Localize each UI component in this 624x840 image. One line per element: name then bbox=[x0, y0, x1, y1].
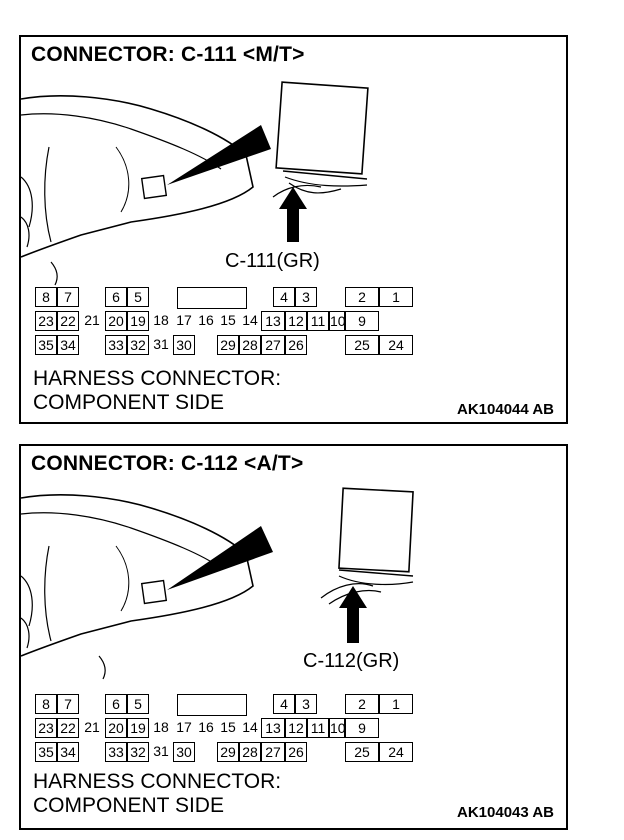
panel-title: CONNECTOR: C-111 <M/T> bbox=[31, 43, 305, 66]
connector-pin: 22 bbox=[57, 311, 79, 331]
connector-pin: 30 bbox=[173, 335, 195, 355]
connector-pin: 7 bbox=[57, 287, 79, 307]
connector-pin: 17 bbox=[176, 719, 192, 735]
connector-pin: 11 bbox=[307, 718, 329, 738]
connector-pin: 24 bbox=[379, 742, 413, 762]
connector-pin: 7 bbox=[57, 694, 79, 714]
connector-pin: 13 bbox=[261, 311, 285, 331]
blank-cavity bbox=[177, 287, 247, 309]
connector-pin: 4 bbox=[273, 694, 295, 714]
connector-module bbox=[338, 487, 414, 573]
connector-pin: 21 bbox=[84, 719, 100, 735]
connector-pin: 14 bbox=[242, 312, 258, 328]
connector-pin: 33 bbox=[105, 335, 127, 355]
connector-pin: 15 bbox=[220, 719, 236, 735]
connector-pin: 22 bbox=[57, 718, 79, 738]
callout-wedge bbox=[167, 526, 273, 590]
connector-location-box bbox=[140, 579, 168, 605]
connector-pin: 8 bbox=[35, 694, 57, 714]
connector-pin: 28 bbox=[239, 335, 261, 355]
connector-pin: 4 bbox=[273, 287, 295, 307]
connector-pin: 29 bbox=[217, 335, 239, 355]
connector-module bbox=[275, 81, 369, 175]
connector-pin: 12 bbox=[285, 311, 307, 331]
connector-pin: 34 bbox=[57, 335, 79, 355]
connector-pin: 23 bbox=[35, 311, 57, 331]
connector-pin: 19 bbox=[127, 311, 149, 331]
connector-pin: 25 bbox=[345, 335, 379, 355]
connector-location-box bbox=[140, 174, 168, 200]
connector-pin: 28 bbox=[239, 742, 261, 762]
connector-pin: 17 bbox=[176, 312, 192, 328]
footer-line-2: COMPONENT SIDE bbox=[33, 391, 224, 414]
connector-pin: 11 bbox=[307, 311, 329, 331]
connector-pin: 18 bbox=[153, 719, 169, 735]
connector-pin: 13 bbox=[261, 718, 285, 738]
connector-pin: 23 bbox=[35, 718, 57, 738]
panel-title: CONNECTOR: C-112 <A/T> bbox=[31, 452, 304, 475]
connector-pin: 14 bbox=[242, 719, 258, 735]
footer-line-1: HARNESS CONNECTOR: bbox=[33, 770, 282, 793]
arrow-up-icon bbox=[339, 586, 367, 643]
footer-line-2: COMPONENT SIDE bbox=[33, 794, 224, 817]
connector-pin: 30 bbox=[173, 742, 195, 762]
connector-pin: 18 bbox=[153, 312, 169, 328]
connector-pin: 24 bbox=[379, 335, 413, 355]
connector-pin: 8 bbox=[35, 287, 57, 307]
connector-pin: 1 bbox=[379, 287, 413, 307]
footer-line-1: HARNESS CONNECTOR: bbox=[33, 367, 282, 390]
connector-pin: 6 bbox=[105, 694, 127, 714]
connector-pin: 20 bbox=[105, 718, 127, 738]
connector-pin: 26 bbox=[285, 742, 307, 762]
connector-pin: 29 bbox=[217, 742, 239, 762]
connector-pin: 12 bbox=[285, 718, 307, 738]
connector-pin: 27 bbox=[261, 742, 285, 762]
connector-pin: 2 bbox=[345, 287, 379, 307]
connector-pin: 15 bbox=[220, 312, 236, 328]
connector-pin: 3 bbox=[295, 694, 317, 714]
connector-pin: 16 bbox=[198, 312, 214, 328]
connector-pin: 5 bbox=[127, 287, 149, 307]
dashboard-location-illustration bbox=[21, 487, 414, 680]
callout-wedge bbox=[167, 125, 271, 185]
arrow-up-icon bbox=[279, 187, 307, 242]
connector-pin: 10 bbox=[329, 718, 346, 738]
blank-cavity bbox=[177, 694, 247, 716]
connector-pin: 31 bbox=[153, 743, 169, 759]
connector-pin: 9 bbox=[345, 718, 379, 738]
connector-pin: 35 bbox=[35, 742, 57, 762]
connector-label: C-111(GR) bbox=[225, 250, 320, 272]
connector-pin: 9 bbox=[345, 311, 379, 331]
connector-pin: 25 bbox=[345, 742, 379, 762]
connector-label: C-112(GR) bbox=[303, 650, 400, 672]
connector-pin: 26 bbox=[285, 335, 307, 355]
connector-pin: 16 bbox=[198, 719, 214, 735]
connector-pin: 10 bbox=[329, 311, 346, 331]
connector-pin: 27 bbox=[261, 335, 285, 355]
connector-pin: 19 bbox=[127, 718, 149, 738]
connector-pin: 21 bbox=[84, 312, 100, 328]
connector-pin: 3 bbox=[295, 287, 317, 307]
connector-pin: 35 bbox=[35, 335, 57, 355]
connector-pin: 6 bbox=[105, 287, 127, 307]
figure-code: AK104044 AB bbox=[457, 401, 554, 418]
connector-pin: 32 bbox=[127, 335, 149, 355]
connector-pin: 31 bbox=[153, 336, 169, 352]
connector-pin: 34 bbox=[57, 742, 79, 762]
connector-pin: 33 bbox=[105, 742, 127, 762]
figure-code: AK104043 AB bbox=[457, 804, 554, 821]
connector-pin: 1 bbox=[379, 694, 413, 714]
connector-pin: 2 bbox=[345, 694, 379, 714]
dashboard-location-illustration bbox=[21, 81, 369, 286]
connector-pin: 32 bbox=[127, 742, 149, 762]
connector-pin: 20 bbox=[105, 311, 127, 331]
connector-pin: 5 bbox=[127, 694, 149, 714]
